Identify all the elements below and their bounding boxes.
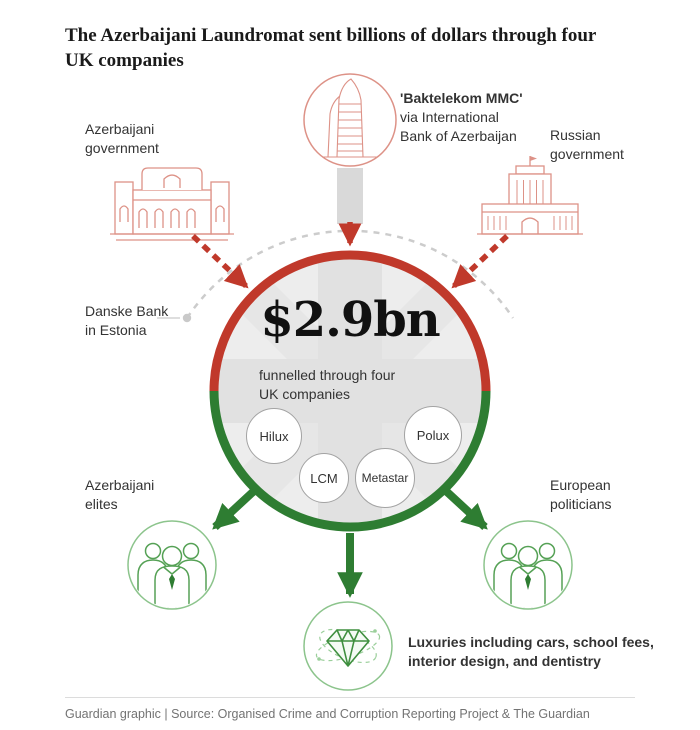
page-title: The Azerbaijani Laundromat sent billions… bbox=[65, 23, 645, 74]
hub-amount: $2.9bn bbox=[260, 292, 440, 348]
label-russian-government: Russian government bbox=[550, 127, 624, 162]
russian-government-building-icon bbox=[477, 156, 583, 235]
source-attribution: Guardian graphic | Source: Organised Cri… bbox=[65, 697, 635, 721]
company-bubble-metastar: Metastar bbox=[355, 448, 415, 508]
outflow-arrows bbox=[212, 488, 488, 598]
title-line1: The Azerbaijani Laundromat sent billions… bbox=[65, 24, 597, 46]
outflow-arrow-right bbox=[443, 488, 488, 530]
title-line2: UK companies bbox=[65, 50, 184, 72]
route-dot-icon bbox=[182, 313, 192, 323]
tower-pedestal bbox=[337, 168, 363, 224]
label-danske-bank: Danske Bank in Estonia bbox=[85, 303, 169, 338]
politicians-people-icon bbox=[483, 520, 573, 610]
company-bubble-polux: Polux bbox=[404, 406, 462, 464]
company-bubble-hilux: Hilux bbox=[246, 408, 302, 464]
label-luxuries: Luxuries including cars, school fees, in… bbox=[408, 634, 654, 669]
label-european-politicians: European politicians bbox=[550, 477, 612, 512]
diamond-icon bbox=[303, 601, 393, 691]
inflow-arrow-right bbox=[451, 233, 509, 289]
inflow-arrow-left bbox=[191, 233, 249, 289]
baktelekom-tower-icon bbox=[303, 73, 397, 224]
hub-caption: funnelled through four UK companies bbox=[259, 367, 396, 402]
hub-border-red bbox=[209, 250, 491, 392]
label-azerbaijani-government: Azerbaijani government bbox=[85, 121, 159, 156]
azerbaijani-government-building-icon bbox=[110, 167, 234, 241]
label-azerbaijani-elites: Azerbaijani elites bbox=[85, 477, 155, 512]
elites-people-icon bbox=[127, 520, 217, 610]
hub-border-green bbox=[209, 390, 491, 532]
outflow-arrow-left bbox=[212, 488, 257, 530]
label-baktelekom: 'Baktelekom MMC' via International Bank … bbox=[400, 90, 523, 144]
company-bubble-lcm: LCM bbox=[299, 453, 349, 503]
inflow-arrows bbox=[191, 222, 509, 289]
